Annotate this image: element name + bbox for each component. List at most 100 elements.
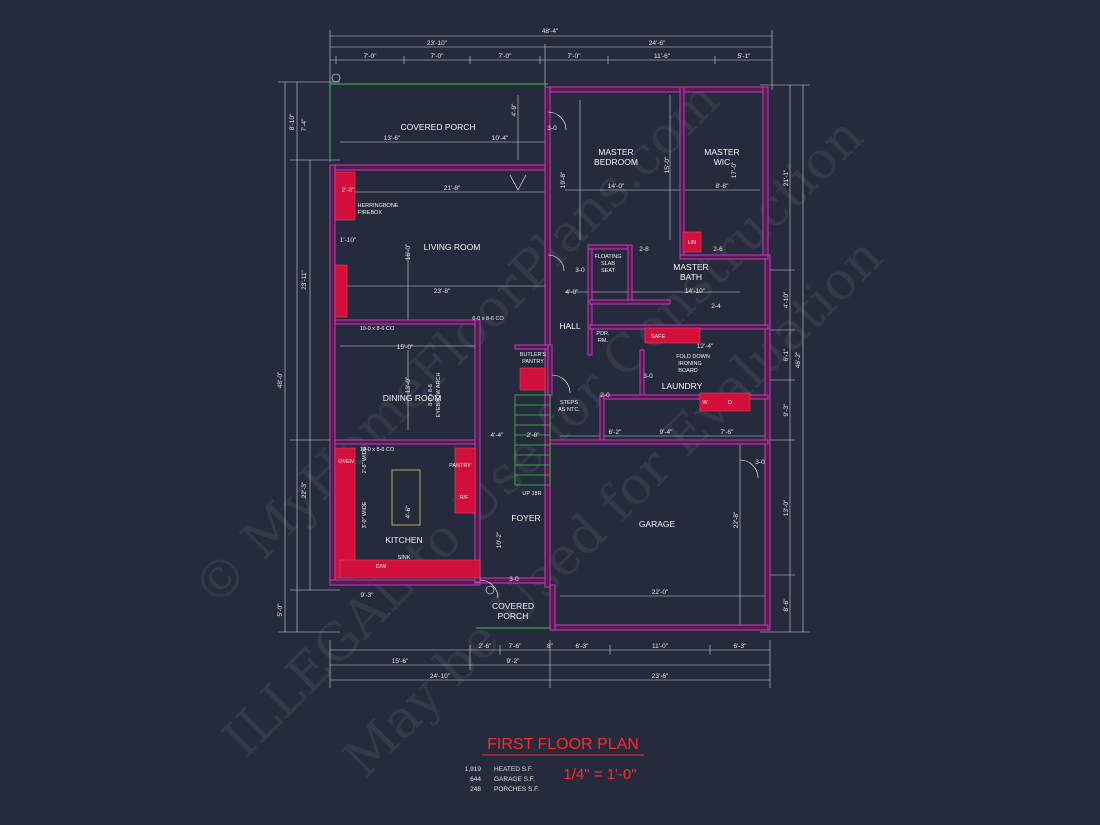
door-3-0-e: 3-0 [509,576,519,583]
dim-top-seg-6: 5'-1" [738,53,752,60]
dim-bottom-seg-6: 2'-6" [479,643,493,650]
master-wic-label-2: WIC [714,157,731,167]
dimension-lines [278,30,810,688]
powder-room-label-1: PDR. [596,331,610,337]
dim-top-seg-2: 7'-0" [431,53,445,60]
dim-right-4: 9'-3" [783,403,790,417]
sink-label: SINK [398,555,411,561]
fixture-labels: HERRINGBONE FIREBOX FLOATING SLAB SEAT L… [338,203,732,570]
dim-bath-width: 14'-10" [685,288,706,295]
steps-ntc-label: AS NTC. [558,407,580,413]
door-swings [331,73,759,599]
garage-sf-value: 644 [470,776,481,783]
right-dimensions: 46'-2" 21'-1" 4'-10" 6'-1" 9'-3" 13'-0" … [783,169,802,611]
firebox-label: FIREBOX [358,210,382,216]
porch-edge-lines [329,83,552,629]
exterior-walls [329,86,771,631]
door-2-0: 2-0 [600,392,610,399]
dim-top-overall: 48'-4" [542,28,559,35]
dim-top-seg-5: 11'-6" [654,53,671,60]
dim-living-width: 21'-8" [444,185,461,192]
wide-label-1: 2'-6" WIDE [362,446,368,473]
door-2-4: 2-4 [711,303,721,310]
dim-top-seg-3: 7'-0" [499,53,513,60]
covered-porch-bottom-label-1: COVERED [492,601,534,611]
dim-bed-depth: 15'-0" [664,156,671,173]
dim-right-6: 8'-6" [783,598,790,612]
garage-sf-label: GARAGE S.F. [494,776,535,783]
dim-living-width-2: 23'-8" [434,288,451,295]
cased-opening-1: 10-0 x 8-6 CO [360,326,395,332]
dim-wic-depth: 17'-0" [731,161,738,178]
door-3-0-b: 3-0 [575,267,585,274]
dim-bottom-seg-2: 9'-2" [507,658,521,665]
pantry-label: PANTRY [449,463,471,469]
garage-label: GARAGE [639,519,676,529]
dim-top-seg-1: 7'-0" [364,53,378,60]
fold-down-label: FOLD DOWN [676,354,710,360]
dim-bottom-right: 23'-6" [652,673,669,680]
porches-sf-label: PORCHES S.F. [494,786,539,793]
dim-porch-depth: 4'-9" [511,103,518,117]
dim-kitchen-depth: 4'-6" [405,505,412,519]
dim-kitchen-width: 9'-3" [361,592,375,599]
dim-porch-width: 13'-6" [384,135,401,142]
dim-bed-width: 14'-0" [608,183,625,190]
dim-bath-width-2: 12'-4" [697,343,714,350]
ironing-label: IRONING [678,361,702,367]
living-room-label: LIVING ROOM [424,242,481,252]
plan-title: FIRST FLOOR PLAN [487,736,639,753]
watermark-line-3: May be Used for Evaluation [332,227,895,790]
door-3-0-d: 3-0 [755,459,765,466]
interior-dimensions: 13'-6" 10'-4" 4'-9" 21'-8" 23'-8" 16'-0"… [340,103,765,599]
refrigerator-label: R/F [460,495,470,501]
door-3-0-c: 3-0 [643,373,653,380]
kitchen-label: KITCHEN [385,535,422,545]
porches-sf-value: 248 [470,786,481,793]
eyebrow-arch-label: EYEBROW ARCH [436,373,442,418]
kitchen-island [391,469,421,526]
dim-garage-width: 22'-0" [652,589,669,596]
dim-left-4: 5'-0" [277,603,284,617]
floating-label: FLOATING [594,254,621,260]
door-2-6: 2-6 [713,246,723,253]
wall-accents [334,171,751,579]
dim-bottom-seg-5: 6'-3" [734,643,748,650]
dim-bottom-seg-8: 8" [547,643,554,650]
dim-dining-width: 15'-0" [397,344,414,351]
plan-scale: 1/4" = 1'-0" [563,766,636,783]
covered-porch-bottom-label-2: PORCH [498,611,529,621]
dim-top-seg-4: 7'-0" [568,53,582,60]
master-bath-label-1: MASTER [673,262,708,272]
dim-left-5: 7'-4" [301,118,308,132]
dim-living-depth: 16'-0" [405,243,412,260]
master-wic-label-1: MASTER [704,147,739,157]
dim-bottom-left: 24'-10" [430,673,451,680]
left-dimensions: 48'-0" 8'-10" 23'-11" 22'-3" 5'-0" 7'-4" [277,113,308,616]
dim-hall-width: 4'-0" [566,289,580,296]
plan-footer: FIRST FLOOR PLAN 1/4" = 1'-0" 1,919 HEAT… [465,736,644,793]
slab-label: SLAB [601,261,615,267]
room-labels: COVERED PORCH LIVING ROOM DINING ROOM KI… [383,122,740,621]
board-label: BOARD [678,368,698,374]
cased-opening-2: 6-0 x 8-6 CO [472,316,504,322]
dim-left-2: 23'-11" [301,269,308,289]
master-bath-label-2: BATH [680,272,702,282]
foyer-label: FOYER [511,513,540,523]
master-bedroom-label-2: BEDROOM [594,157,638,167]
safe-label: SAFE [651,334,666,340]
dim-hall-depth: 6'-2" [609,429,623,436]
bottom-dimensions: 24'-10" 23'-6" 15'-6" 9'-2" 6'-3" 11'-0"… [392,643,747,680]
dim-porch-width-2: 10'-4" [492,135,509,142]
dim-bottom-seg-7: 7'-6" [509,643,523,650]
dim-garage-width-2: 9'-4" [660,429,674,436]
dim-right-overall: 46'-2" [795,351,802,368]
oven-label: OVEN [338,459,354,465]
pantry-butler-label: PANTRY [522,359,544,365]
dim-right-3: 6'-1" [783,348,790,362]
door-2-8: 2-8 [639,246,649,253]
top-dimensions: 48'-4" 23'-10" 24'-6" 7'-0" 7'-0" 7'-0" … [364,28,752,60]
dim-bottom-seg-1: 15'-6" [392,658,409,665]
master-bedroom-label-1: MASTER [598,147,633,157]
dining-room-label: DINING ROOM [383,393,442,403]
